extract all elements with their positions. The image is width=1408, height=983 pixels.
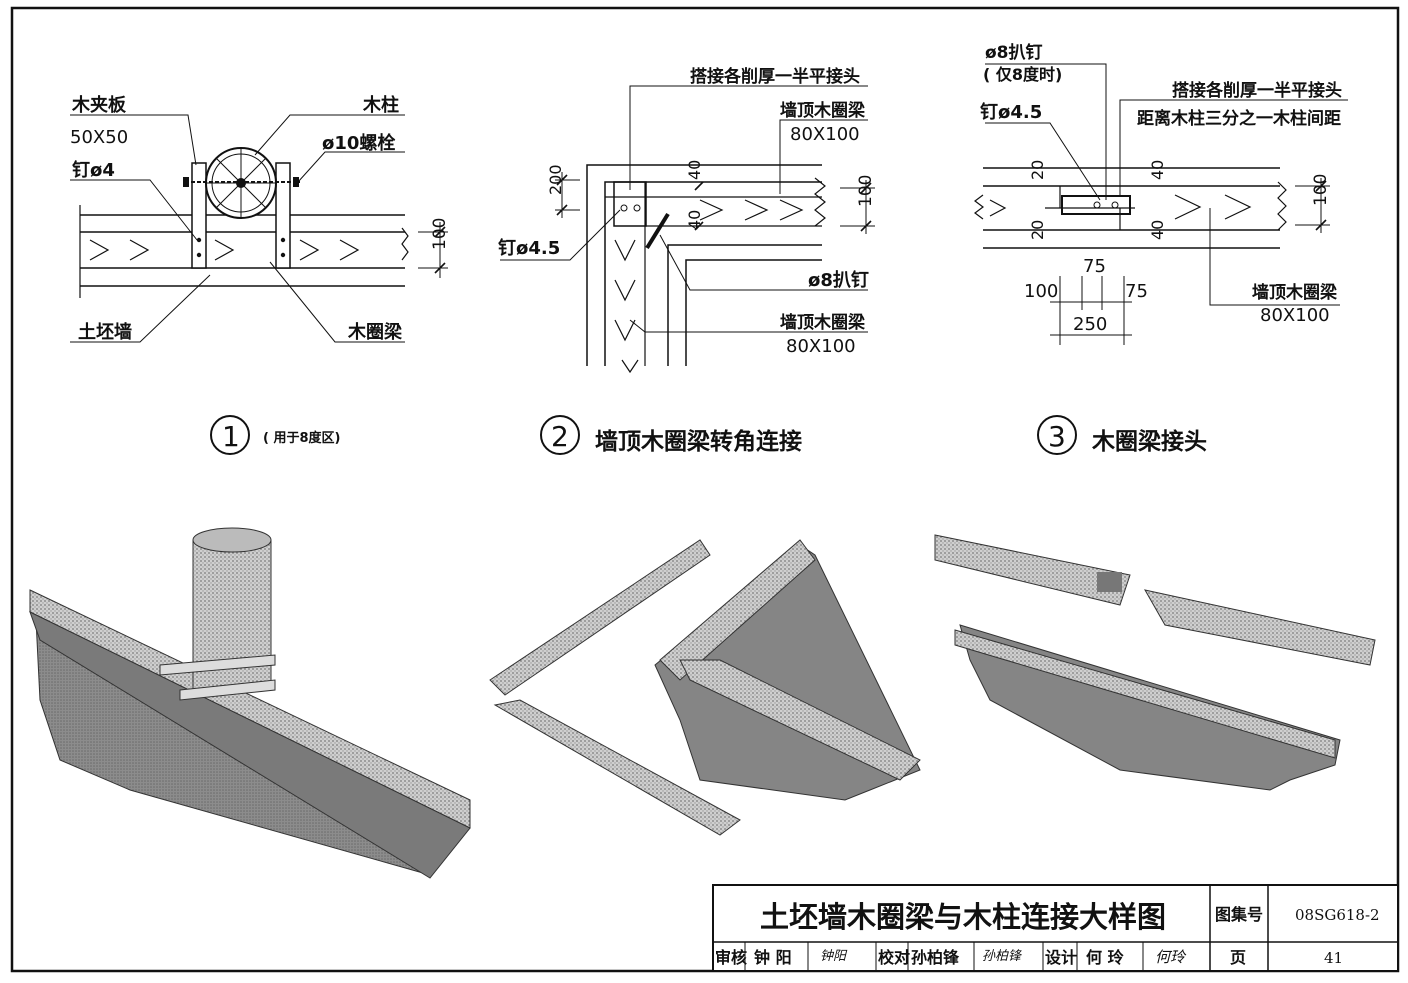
d3-dim-75b: 75 (1125, 281, 1148, 302)
d3-label-beam-size: 80X100 (1260, 305, 1330, 326)
d3-label-distance: 距离木柱三分之一木柱间距 (1137, 108, 1341, 129)
d3-caption-circle (1037, 415, 1077, 455)
d1-caption-text: ( 用于8度区) (263, 430, 340, 446)
d3-dim-100: 100 (1311, 174, 1331, 206)
atlas-label: 图集号 (1215, 905, 1263, 924)
d2-label-beam2-size: 80X100 (786, 336, 856, 357)
render-1-wall-column (29, 527, 471, 879)
d1-caption-circle (210, 415, 250, 455)
d2-caption-text: 墙顶木圈梁转角连接 (595, 428, 802, 455)
d1-label-wall: 土坯墙 (78, 321, 132, 343)
check-label: 校对 (878, 948, 910, 967)
d2-label-cramp: ø8扒钉 (808, 269, 869, 291)
check-signature: 孙柏锋 (982, 949, 1023, 964)
d2-caption-circle (540, 415, 580, 455)
d2-dim-100: 100 (856, 175, 876, 207)
d3-dim-40a: 40 (1148, 160, 1167, 180)
title-text: 土坯墙木圈梁与木柱连接大样图 (760, 900, 1166, 934)
d3-label-nail: 钉ø4.5 (980, 101, 1042, 123)
check-name: 孙柏锋 (911, 948, 960, 967)
d2-dim-200: 200 (546, 164, 565, 195)
detail-1: 100 木夹板 50X50 钉ø4 木柱 ø10螺栓 土坯墙 木圈梁 1 ( 用… (70, 94, 450, 455)
review-label: 审核 (715, 948, 747, 967)
d1-label-column: 木柱 (362, 94, 399, 116)
d2-label-beam2: 墙顶木圈梁 (780, 312, 866, 333)
render-3-splice (934, 534, 1376, 791)
page-number: 41 (1324, 949, 1343, 967)
d2-label-beam: 墙顶木圈梁 (780, 100, 866, 121)
d3-caption-num: 3 (1048, 420, 1066, 453)
d2-dim-40b: 40 (685, 210, 704, 230)
d1-dim-100: 100 (430, 218, 450, 250)
d3-dim-100b: 100 (1024, 281, 1058, 302)
d3-dim-75a: 75 (1083, 256, 1106, 277)
review-name: 钟 阳 (754, 948, 792, 967)
d1-label-ringbeam: 木圈梁 (347, 321, 403, 343)
d1-label-wood-clamp: 木夹板 (71, 94, 127, 116)
d3-label-cramp-note: ( 仅8度时) (983, 65, 1062, 84)
d1-label-clamp-size: 50X50 (70, 127, 128, 148)
d2-label-lap: 搭接各削厚一半平接头 (690, 66, 860, 87)
d3-label-cramp: ø8扒钉 (985, 42, 1043, 63)
design-name: 何 玲 (1086, 948, 1125, 967)
d3-dim-20b: 20 (1028, 220, 1047, 240)
design-signature: 何玲 (1155, 948, 1187, 966)
d3-label-lap: 搭接各削厚一半平接头 (1172, 80, 1342, 101)
design-label: 设计 (1045, 948, 1077, 967)
d2-label-nail: 钉ø4.5 (498, 237, 560, 259)
d2-label-beam-size: 80X100 (790, 124, 860, 145)
page-label: 页 (1230, 948, 1246, 967)
d3-dim-250: 250 (1073, 314, 1107, 335)
d1-caption-num: 1 (222, 420, 240, 453)
review-signature: 钟阳 (820, 949, 848, 964)
d3-caption-text: 木圈梁接头 (1091, 429, 1207, 455)
d3-dim-40b: 40 (1148, 220, 1167, 240)
d1-label-bolt: ø10螺栓 (322, 132, 395, 154)
render-2-corner (489, 539, 921, 836)
d3-label-beam: 墙顶木圈梁 (1252, 282, 1338, 303)
atlas-number: 08SG618-2 (1295, 906, 1380, 924)
detail-3: 20 20 40 40 100 75 100 75 250 ø8扒钉 ( 仅8度… (974, 42, 1348, 455)
detail-2: 200 40 40 100 搭接各削厚一半平接头 墙顶木圈梁 80X100 钉ø… (498, 66, 876, 455)
d3-dim-20a: 20 (1028, 160, 1047, 180)
d2-dim-40a: 40 (685, 160, 704, 180)
d1-label-nail: 钉ø4 (72, 159, 115, 181)
sheet-border (10, 6, 1400, 973)
title-block: 土坯墙木圈梁与木柱连接大样图 图集号 08SG618-2 审核 钟 阳 钟阳 校… (712, 884, 1399, 972)
d2-caption-num: 2 (551, 420, 569, 453)
